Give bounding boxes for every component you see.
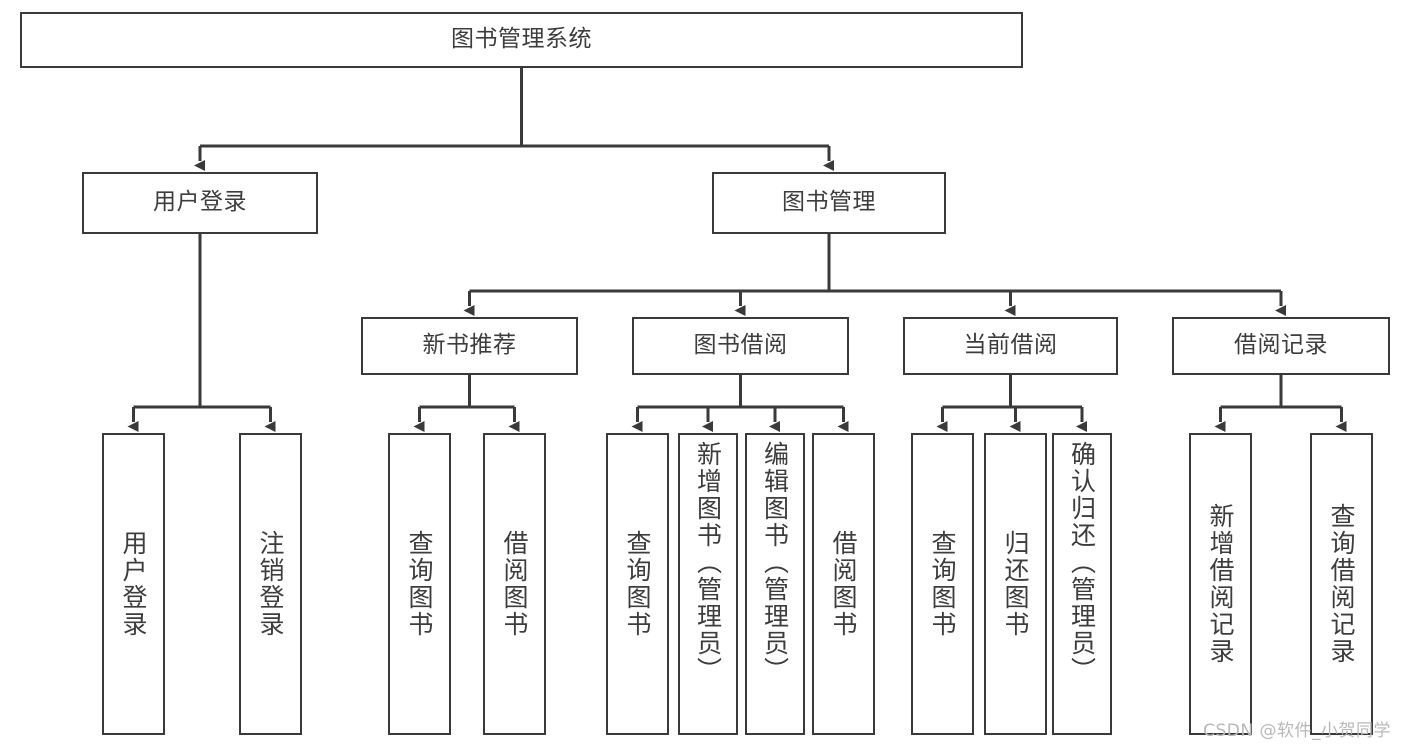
node-leaf-confirm-return[interactable]: 确认归还（管理员） (1052, 433, 1112, 735)
node-label-leaf-add-borrow-record: 新增借阅记录 (1206, 503, 1235, 665)
node-leaf-logout-login[interactable]: 注销登录 (239, 433, 302, 735)
node-label-book-borrow: 图书借阅 (693, 332, 788, 359)
node-label-leaf-add-book: 新增图书（管理员） (693, 441, 723, 684)
node-leaf-query-book-3[interactable]: 查询图书 (911, 433, 974, 735)
watermark-text: CSDN @软件_小贺同学 (1203, 721, 1391, 741)
node-label-leaf-logout-login: 注销登录 (256, 530, 285, 638)
node-leaf-add-borrow-record[interactable]: 新增借阅记录 (1189, 433, 1252, 735)
node-label-borrow-record: 借阅记录 (1234, 332, 1328, 359)
node-label-book-management: 图书管理 (782, 189, 876, 216)
node-label-leaf-borrow-book-2: 借阅图书 (829, 530, 858, 638)
node-label-leaf-user-login: 用户登录 (119, 530, 148, 638)
node-leaf-query-book-1[interactable]: 查询图书 (388, 433, 451, 735)
node-label-leaf-return-book: 归还图书 (1001, 530, 1030, 638)
node-book-borrow[interactable]: 图书借阅 (632, 317, 849, 375)
node-user-login[interactable]: 用户登录 (82, 172, 318, 234)
node-borrow-record[interactable]: 借阅记录 (1172, 317, 1390, 375)
node-book-management[interactable]: 图书管理 (712, 172, 946, 234)
node-label-user-login: 用户登录 (153, 189, 247, 216)
node-label-current-borrow: 当前借阅 (963, 332, 1058, 359)
node-label-leaf-query-borrow-record: 查询借阅记录 (1327, 503, 1356, 665)
node-leaf-query-book-2[interactable]: 查询图书 (606, 433, 669, 735)
node-current-borrow[interactable]: 当前借阅 (903, 317, 1118, 375)
node-label-leaf-edit-book: 编辑图书（管理员） (760, 441, 790, 684)
node-label-leaf-borrow-book-1: 借阅图书 (500, 530, 529, 638)
node-new-book-recommend[interactable]: 新书推荐 (361, 317, 578, 375)
node-label-root: 图书管理系统 (451, 26, 592, 53)
node-leaf-add-book[interactable]: 新增图书（管理员） (678, 433, 738, 735)
node-leaf-borrow-book-1[interactable]: 借阅图书 (483, 433, 546, 735)
node-leaf-return-book[interactable]: 归还图书 (984, 433, 1047, 735)
node-root[interactable]: 图书管理系统 (20, 12, 1023, 68)
node-leaf-edit-book[interactable]: 编辑图书（管理员） (745, 433, 805, 735)
node-leaf-user-login[interactable]: 用户登录 (102, 433, 165, 735)
node-label-new-book-recommend: 新书推荐 (422, 332, 517, 359)
node-leaf-borrow-book-2[interactable]: 借阅图书 (812, 433, 875, 735)
node-label-leaf-query-book-1: 查询图书 (405, 530, 434, 638)
node-label-leaf-query-book-3: 查询图书 (928, 530, 957, 638)
node-label-leaf-query-book-2: 查询图书 (623, 530, 652, 638)
node-label-leaf-confirm-return: 确认归还（管理员） (1067, 441, 1097, 684)
node-leaf-query-borrow-record[interactable]: 查询借阅记录 (1310, 433, 1373, 735)
